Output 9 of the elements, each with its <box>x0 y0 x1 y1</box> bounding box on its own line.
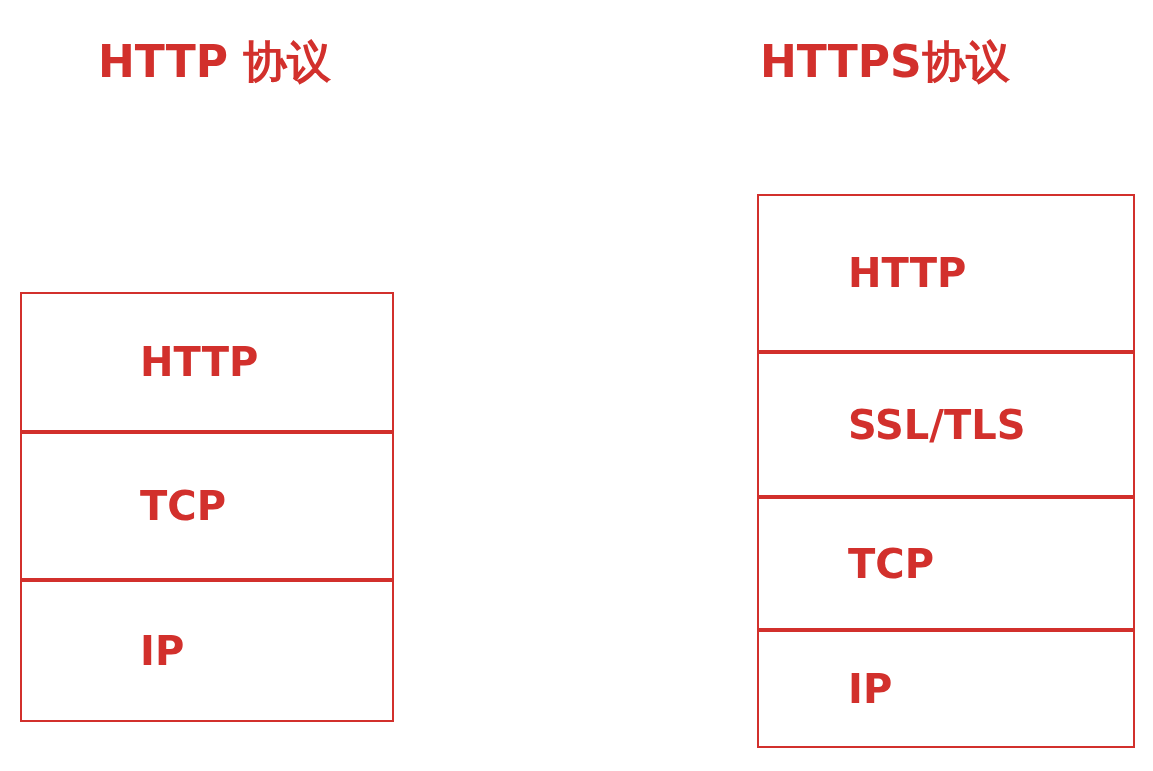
layer-label: SSL/TLS <box>848 400 1026 450</box>
layer-label: IP <box>848 665 893 714</box>
layer-label: TCP <box>140 482 226 531</box>
layer-label: HTTP <box>848 249 967 298</box>
stack-title: HTTP 协议 <box>98 35 332 89</box>
layer-label: TCP <box>848 539 934 589</box>
layer-label: IP <box>140 627 185 676</box>
stack-title: HTTPS协议 <box>760 35 1010 89</box>
layer-label: HTTP <box>140 338 259 387</box>
